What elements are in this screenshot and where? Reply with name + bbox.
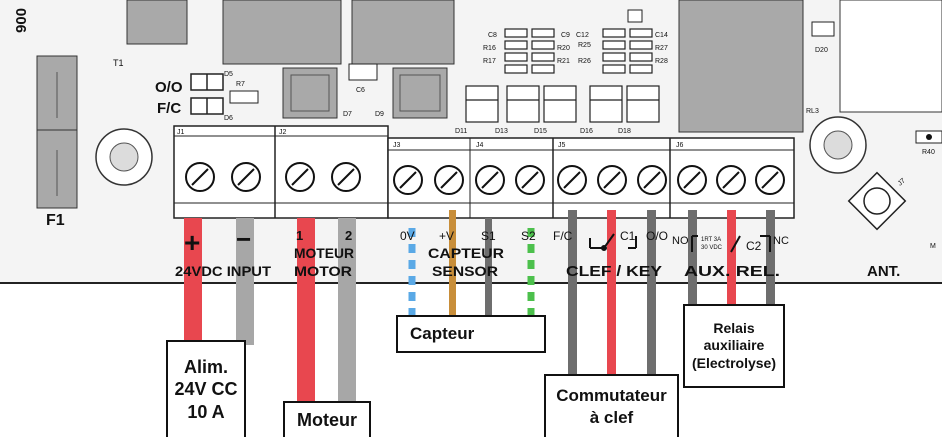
label-s2: S2 [521, 229, 536, 243]
wire-key-fc [568, 210, 577, 375]
wire-motor-1 [297, 218, 315, 401]
label-motor-1: 1 [296, 228, 303, 243]
svg-text:D15: D15 [534, 128, 547, 135]
svg-text:R17: R17 [483, 58, 496, 65]
label-plus: + [184, 227, 200, 258]
label-nc: NC [773, 235, 789, 247]
component-top-block-2 [222, 0, 342, 65]
label-aux-rel: AUX. REL. [684, 263, 780, 280]
diode-d9 [392, 67, 448, 119]
label-box-alim: Alim. 24V CC 10 A [166, 340, 246, 437]
svg-text:C8: C8 [488, 32, 497, 39]
label-c2: C2 [746, 239, 762, 253]
svg-text:R20: R20 [557, 45, 570, 52]
label-sensor: SENSOR [432, 263, 498, 279]
label-relay-rating: 1RT 3A [701, 237, 721, 243]
svg-text:RL3: RL3 [806, 108, 819, 115]
svg-text:D9: D9 [375, 111, 384, 118]
svg-text:C12: C12 [576, 32, 589, 39]
label-box-capteur: Capteur [396, 315, 546, 353]
label-box-relais: Relais auxiliaire (Electrolyse) [683, 304, 785, 388]
component-t1-block [126, 0, 188, 45]
label-f1: F1 [46, 212, 65, 229]
resistor-r7 [229, 90, 259, 104]
wire-relay-nc [766, 210, 775, 305]
wire-sensor-s1 [485, 218, 492, 316]
svg-text:D6: D6 [224, 115, 233, 122]
capacitor-c6 [348, 63, 378, 81]
wire-key-oo [647, 210, 656, 375]
svg-text:C6: C6 [356, 87, 365, 94]
svg-text:R27: R27 [655, 45, 668, 52]
svg-text:R21: R21 [557, 58, 570, 65]
label-box-moteur: Moteur [283, 401, 371, 437]
label-box-commutateur: Commutateur à clef [544, 374, 679, 437]
label-c1: C1 [620, 229, 636, 243]
svg-text:D20: D20 [815, 47, 828, 54]
svg-text:R7: R7 [236, 81, 245, 88]
label-no: NO [672, 235, 689, 247]
label-relay-voltage: 30 VDC [701, 245, 723, 251]
svg-text:J1: J1 [177, 129, 185, 136]
label-minus: − [236, 224, 251, 254]
label-moteur: MOTEUR [294, 245, 354, 261]
label-fc: F/C [553, 229, 573, 243]
svg-text:D5: D5 [224, 71, 233, 78]
diode-d20 [811, 21, 835, 37]
svg-text:R28: R28 [655, 58, 668, 65]
wire-relay-no [688, 210, 697, 305]
resistor-array [504, 28, 653, 74]
label-24vdc-input: 24VDC INPUT [175, 263, 271, 279]
svg-text:D7: D7 [343, 111, 352, 118]
label-motor-2: 2 [345, 228, 352, 243]
wires [184, 210, 775, 401]
wire-motor-2 [338, 218, 356, 401]
label-s1: S1 [481, 229, 496, 243]
label-0v: 0V [400, 229, 415, 243]
label-motor: MOTOR [294, 263, 352, 279]
wire-key-c1 [607, 210, 616, 375]
label-plus-v: +V [439, 229, 454, 243]
svg-text:J7: J7 [897, 177, 907, 187]
svg-text:R16: R16 [483, 45, 496, 52]
svg-text:C14: C14 [655, 32, 668, 39]
label-ant: ANT. [867, 263, 900, 280]
component-right-block [839, 0, 942, 113]
svg-text:J4: J4 [476, 142, 484, 149]
svg-text:J2: J2 [279, 129, 287, 136]
svg-text:D13: D13 [495, 128, 508, 135]
svg-text:C9: C9 [561, 32, 570, 39]
svg-text:D11: D11 [455, 128, 467, 135]
wire-relay-c2 [727, 210, 736, 305]
wire-power-minus [236, 218, 254, 345]
label-capteur: CAPTEUR [428, 245, 504, 261]
key-switch-symbol [589, 233, 637, 251]
label-led-fc: F/C [157, 100, 181, 117]
relay-switch-symbol [691, 235, 771, 253]
label-led-oo: O/O [155, 79, 183, 96]
board-code: 006 [12, 8, 29, 33]
svg-text:D16: D16 [580, 128, 593, 135]
label-oo-terminal: O/O [646, 229, 668, 243]
wire-power-plus [184, 218, 202, 345]
diode-row [465, 85, 660, 123]
diode-d7 [282, 67, 338, 119]
terminal-screws [185, 162, 785, 195]
svg-text:R40: R40 [922, 149, 935, 156]
svg-text:J3: J3 [393, 142, 401, 149]
svg-text:J6: J6 [676, 142, 684, 149]
svg-text:D18: D18 [618, 128, 631, 135]
component-relay-rl3 [678, 0, 804, 133]
label-clef-key: CLEF / KEY [566, 263, 662, 280]
component-top-block-3 [351, 0, 455, 65]
svg-text:R25: R25 [578, 42, 591, 49]
svg-text:R26: R26 [578, 58, 591, 65]
wire-sensor-plus-v [449, 210, 456, 316]
svg-text:J5: J5 [558, 142, 566, 149]
label-t1: T1 [113, 58, 124, 68]
svg-text:M: M [930, 243, 936, 250]
